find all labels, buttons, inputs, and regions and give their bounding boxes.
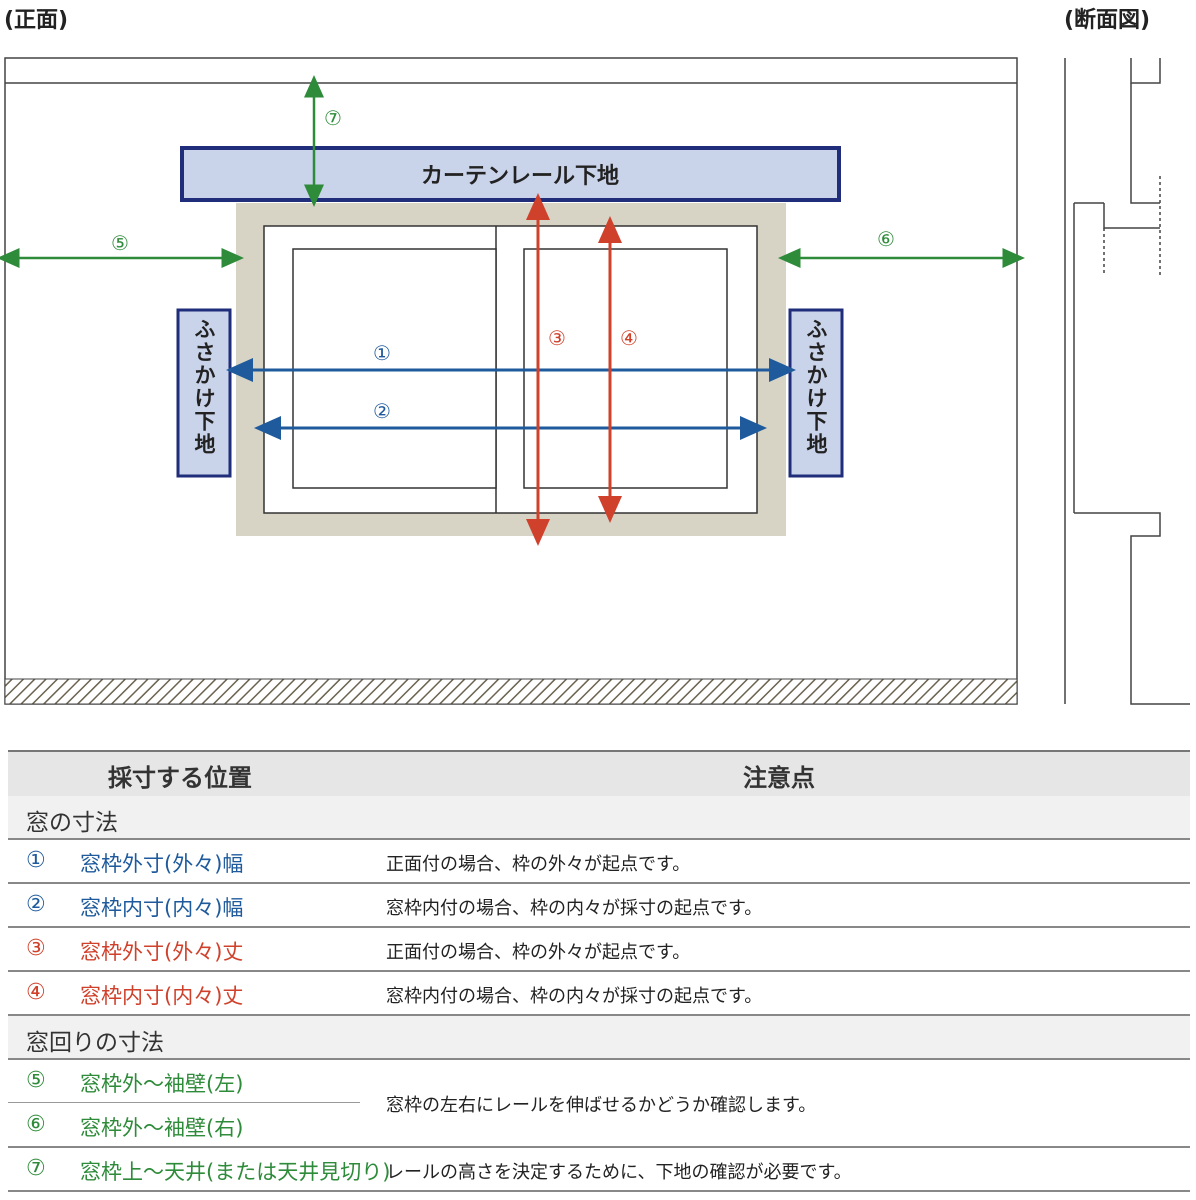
table-row-6: ⑥ 窓枠外〜袖壁(右) [8, 1103, 1190, 1147]
row-number: ⑦ [26, 1156, 46, 1181]
table-row-7: ⑦ 窓枠上〜天井(または天井見切り) レールの高さを決定するために、下地の確認が… [8, 1147, 1190, 1191]
marker-3: ③ [548, 326, 566, 350]
row-position: 窓枠外〜袖壁(右) [80, 1116, 244, 1140]
curtain-rail-base [180, 146, 841, 202]
row-position: 窓枠内寸(内々)丈 [80, 984, 244, 1008]
table-row-5: ⑤ 窓枠外〜袖壁(左) [8, 1059, 1190, 1103]
row-position: 窓枠外寸(外々)丈 [80, 940, 244, 964]
row-position: 窓枠上〜天井(または天井見切り) [80, 1160, 391, 1184]
section-diagram [1064, 58, 1190, 705]
row-note-5-6: 窓枠の左右にレールを伸ばせるかどうか確認します。 [386, 1095, 817, 1116]
section-title-surrounding: 窓回りの寸法 [26, 1030, 164, 1056]
row-number: ④ [26, 980, 46, 1005]
marker-6: ⑥ [877, 227, 895, 251]
section-view-label: (断面図) [1064, 8, 1151, 33]
tieback-label-right: ふさかけ下地 [804, 318, 828, 456]
table-row-1: ① 窓枠外寸(外々)幅 正面付の場合、枠の外々が起点です。 [8, 839, 1190, 883]
row-number: ③ [26, 936, 46, 961]
floor-hatch [4, 678, 1018, 705]
table-row-3: ③ 窓枠外寸(外々)丈 正面付の場合、枠の外々が起点です。 [8, 927, 1190, 971]
row-note: 正面付の場合、枠の外々が起点です。 [386, 854, 691, 875]
tieback-base-left [176, 308, 232, 478]
marker-4: ④ [620, 326, 638, 350]
row-position: 窓枠内寸(内々)幅 [80, 896, 244, 920]
table-row-2: ② 窓枠内寸(内々)幅 窓枠内付の場合、枠の内々が採寸の起点です。 [8, 883, 1190, 927]
row-number: ⑥ [26, 1112, 46, 1137]
header-position: 採寸する位置 [108, 764, 252, 792]
row-note: レールの高さを決定するために、下地の確認が必要です。 [386, 1162, 852, 1183]
front-diagram: カーテンレール下地 ふさかけ下地 ふさかけ下地 ① ② ③ ④ ⑤ ⑥ ⑦ [0, 57, 1190, 705]
marker-1: ① [373, 341, 391, 365]
marker-5: ⑤ [111, 231, 129, 255]
tieback-base-right [788, 308, 844, 478]
section-window-dimensions: 窓の寸法 [8, 796, 1190, 838]
section-surrounding-dimensions: 窓回りの寸法 [8, 1016, 1190, 1058]
row-number: ⑤ [26, 1068, 46, 1093]
tieback-label-left: ふさかけ下地 [192, 318, 216, 456]
row-number: ② [26, 892, 46, 917]
curtain-rail-label: カーテンレール下地 [421, 164, 619, 189]
section-title-window: 窓の寸法 [26, 810, 118, 836]
row-note: 窓枠内付の場合、枠の内々が採寸の起点です。 [386, 986, 763, 1007]
row-note: 正面付の場合、枠の外々が起点です。 [386, 942, 691, 963]
row-note: 窓枠内付の場合、枠の内々が採寸の起点です。 [386, 898, 763, 919]
row-number: ① [26, 848, 46, 873]
table-header: 採寸する位置 注意点 [8, 750, 1190, 798]
marker-7: ⑦ [324, 106, 342, 130]
table-row-4: ④ 窓枠内寸(内々)丈 窓枠内付の場合、枠の内々が採寸の起点です。 [8, 971, 1190, 1015]
row-position: 窓枠外〜袖壁(左) [80, 1072, 244, 1096]
row-position: 窓枠外寸(外々)幅 [80, 852, 244, 876]
header-notes: 注意点 [743, 764, 815, 792]
front-view-label: (正面) [4, 8, 69, 33]
marker-2: ② [373, 399, 391, 423]
